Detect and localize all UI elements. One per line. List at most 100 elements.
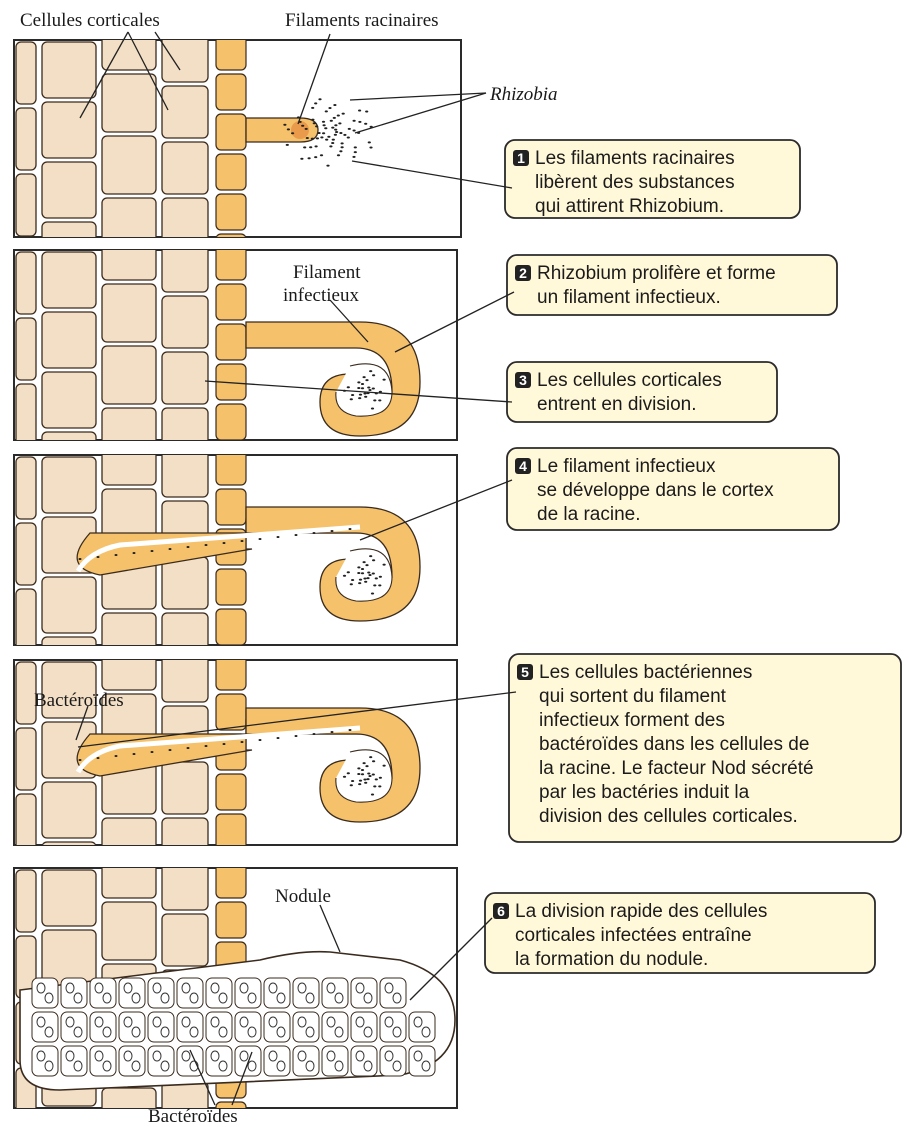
bacteroid bbox=[385, 1051, 393, 1061]
bacteroid bbox=[211, 1017, 219, 1027]
infected-cell bbox=[380, 978, 406, 1008]
rhizobium-bacterium bbox=[287, 128, 290, 130]
infected-cell bbox=[264, 978, 290, 1008]
rhizobium-bacterium bbox=[315, 125, 318, 127]
bacteroid bbox=[414, 1051, 422, 1061]
callout-line: Les cellules bactériennes bbox=[539, 662, 752, 683]
rhizobium-bacterium bbox=[371, 408, 374, 410]
rhizobium-bacterium bbox=[359, 780, 362, 782]
cortical-cell bbox=[16, 457, 36, 519]
bacteroid bbox=[95, 1051, 103, 1061]
callout-line: un filament infectieux. bbox=[537, 287, 721, 308]
bacteroid bbox=[364, 993, 372, 1003]
bacteroid bbox=[211, 1051, 219, 1061]
cortical-cell bbox=[42, 372, 96, 428]
rhizobium-bacterium bbox=[277, 536, 280, 538]
cortical-cell bbox=[102, 198, 156, 256]
epidermal-cell bbox=[216, 489, 246, 525]
infected-cell bbox=[206, 978, 232, 1008]
label-cellules-corticales: Cellules corticales bbox=[20, 10, 160, 31]
rhizobium-bacterium bbox=[347, 137, 350, 139]
infected-cell bbox=[177, 1012, 203, 1042]
panel-4 bbox=[14, 632, 457, 898]
cortical-cell bbox=[162, 30, 208, 82]
rhizobium-bacterium bbox=[331, 731, 334, 733]
callout-line: par les bactéries induit la bbox=[539, 782, 750, 803]
bacteroid bbox=[298, 1051, 306, 1061]
epidermal-cell bbox=[216, 774, 246, 810]
rhizobium-bacterium bbox=[369, 147, 372, 149]
cortical-cell bbox=[162, 858, 208, 910]
bacteroid bbox=[132, 1061, 140, 1071]
bacteroid bbox=[182, 1051, 190, 1061]
rhizobium-bacterium bbox=[313, 733, 316, 735]
cortical-cell bbox=[102, 346, 156, 404]
epidermal-cell bbox=[216, 284, 246, 320]
rhizobium-bacterium bbox=[363, 393, 366, 395]
callout-line: qui sortent du filament bbox=[539, 686, 727, 707]
infected-cell bbox=[351, 978, 377, 1008]
rhizobium-bacterium bbox=[353, 130, 356, 132]
rhizobium-bacterium bbox=[361, 773, 364, 775]
bacteroid bbox=[95, 983, 103, 993]
callout-3: 3Les cellules corticalesentrent en divis… bbox=[507, 362, 777, 422]
rhizobium-bacterium bbox=[367, 572, 370, 574]
bacteroid bbox=[45, 1061, 53, 1071]
rhizobium-bacterium bbox=[151, 550, 154, 552]
rhizobium-bacterium bbox=[366, 577, 369, 579]
cortical-cell bbox=[102, 840, 156, 898]
rhizobium-bacterium bbox=[187, 747, 190, 749]
bacteroid bbox=[182, 983, 190, 993]
rhizobium-bacterium bbox=[325, 139, 328, 141]
rhizobium-bacterium bbox=[364, 123, 367, 125]
rhizobium-bacterium bbox=[357, 566, 360, 568]
rhizobium-bacterium bbox=[372, 559, 375, 561]
cortical-cell bbox=[42, 577, 96, 633]
cortical-cell bbox=[16, 870, 36, 932]
bacteroid bbox=[153, 1051, 161, 1061]
bacteroid bbox=[66, 983, 74, 993]
bacteroid bbox=[219, 993, 227, 1003]
cortical-cell bbox=[16, 589, 36, 651]
infected-cell bbox=[148, 1012, 174, 1042]
rhizobium-bacterium bbox=[301, 125, 304, 127]
bacteroid bbox=[74, 993, 82, 1003]
panel-2 bbox=[14, 222, 457, 488]
rhizobium-bacterium bbox=[373, 399, 376, 401]
rhizobium-bacterium bbox=[383, 765, 386, 767]
rhizobium-bacterium bbox=[326, 165, 329, 167]
rhizobium-bacterium bbox=[79, 759, 82, 761]
rhizobium-bacterium bbox=[305, 128, 308, 130]
rhizobium-bacterium bbox=[277, 737, 280, 739]
rhizobium-bacterium bbox=[359, 579, 362, 581]
cortical-cell bbox=[162, 557, 208, 609]
bacteroid bbox=[269, 1017, 277, 1027]
infected-cell bbox=[322, 1012, 348, 1042]
infected-cell bbox=[322, 1046, 348, 1076]
rhizobium-bacterium bbox=[358, 582, 361, 584]
bacteroid bbox=[153, 1017, 161, 1027]
callout-line: de la racine. bbox=[537, 504, 641, 525]
rhizobium-bacterium bbox=[341, 146, 344, 148]
rhizobium-bacterium bbox=[115, 755, 118, 757]
bacteroid bbox=[356, 1051, 364, 1061]
rhizobium-bacterium bbox=[337, 115, 340, 117]
rhizobium-bacterium bbox=[358, 110, 361, 112]
rhizobium-bacterium bbox=[333, 117, 336, 119]
infected-cell bbox=[90, 1046, 116, 1076]
infected-cell bbox=[293, 1046, 319, 1076]
rhizobium-bacterium bbox=[338, 122, 341, 124]
callouts: 1Les filaments racinaireslibèrent des su… bbox=[485, 140, 901, 973]
infected-cell bbox=[61, 1046, 87, 1076]
rhizobium-bacterium bbox=[223, 542, 226, 544]
bacteroid bbox=[306, 1061, 314, 1071]
cortical-cell bbox=[16, 108, 36, 170]
rhizobium-bacterium bbox=[314, 102, 317, 104]
rhizobium-bacterium bbox=[342, 113, 345, 115]
bacteroid bbox=[277, 1027, 285, 1037]
rhizobium-bacterium bbox=[371, 794, 374, 796]
rhizobium-bacterium bbox=[351, 579, 354, 581]
bacteroid bbox=[103, 1027, 111, 1037]
